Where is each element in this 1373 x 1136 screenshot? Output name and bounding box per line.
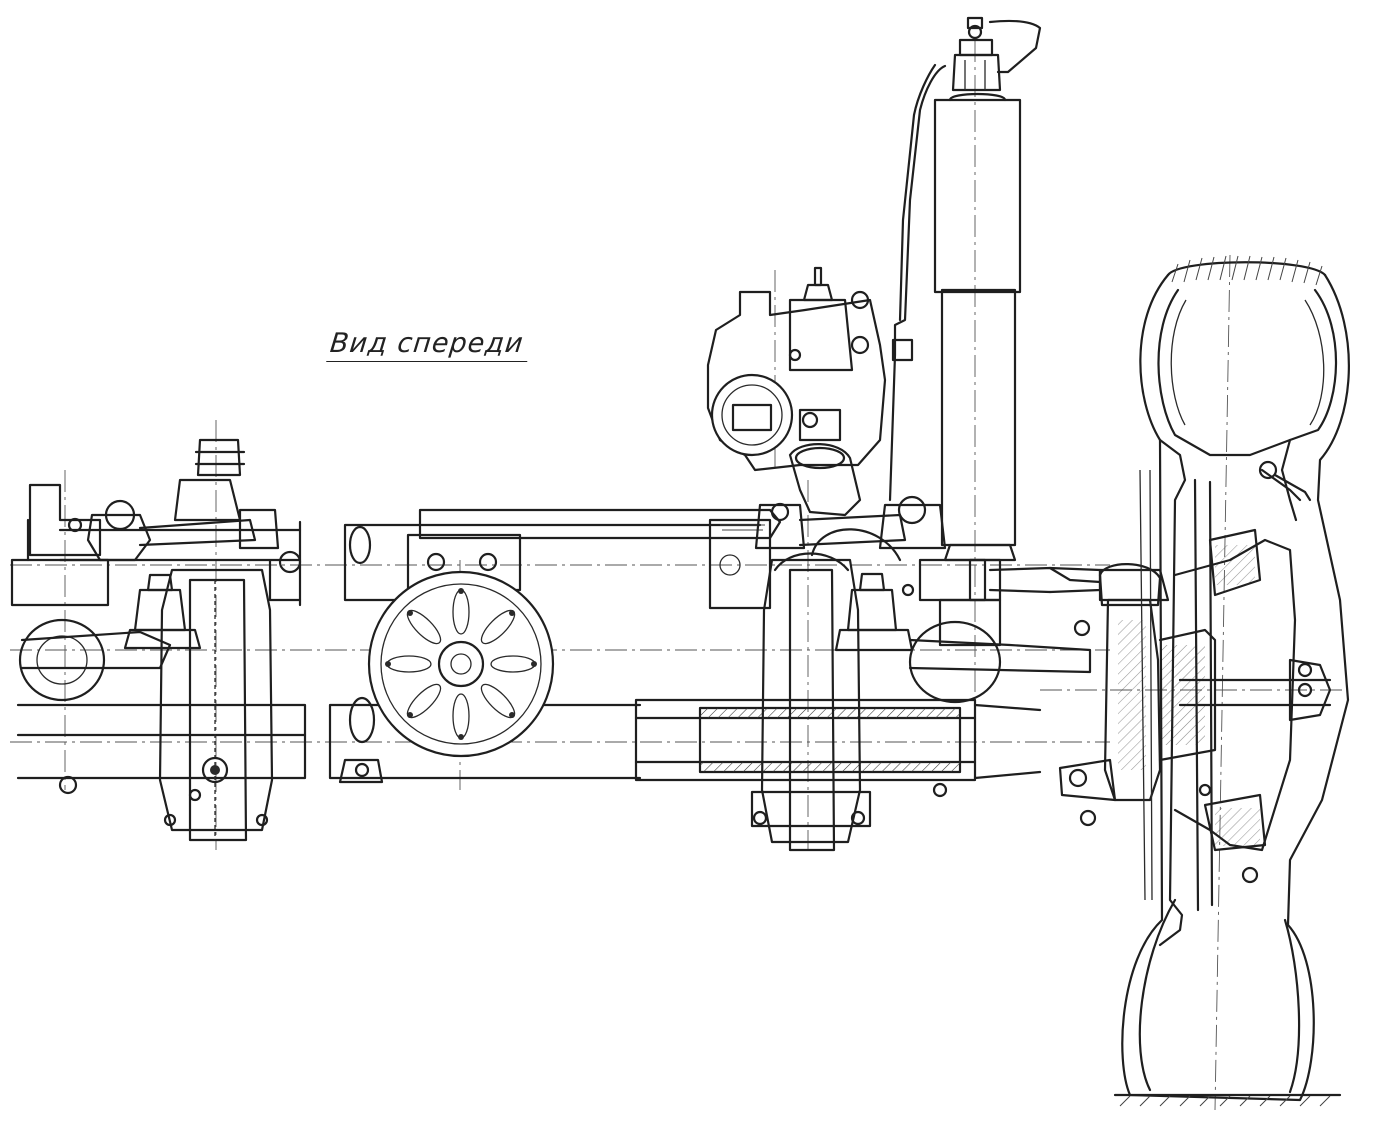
drawing-caption: Вид спереди [326,328,532,362]
left-pivot-assembly [10,438,307,842]
tire-section [1113,255,1350,1107]
center-beam-assembly [328,508,1042,784]
steering-box [706,266,887,517]
center-lines [10,40,1345,1111]
steering-knuckle [1048,528,1332,884]
right-pivot-assembly [750,495,1092,852]
tie-rod [988,566,1102,594]
shock-absorber [888,16,1042,647]
